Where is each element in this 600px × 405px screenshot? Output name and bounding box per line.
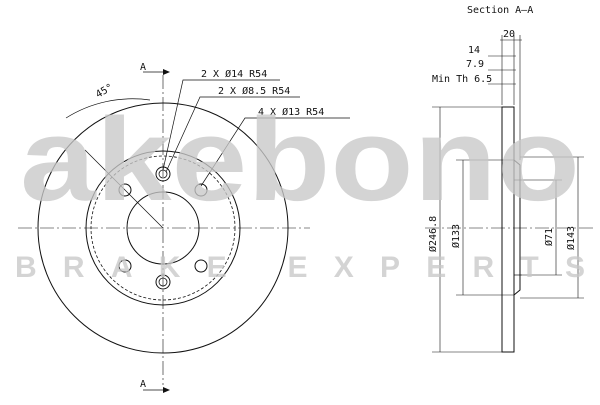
callout-wheel-bolt: 2 X Ø14 R54 bbox=[201, 68, 267, 80]
dim-thickness-14: 14 bbox=[468, 45, 480, 56]
dim-outer-diameter: Ø246.8 bbox=[427, 216, 439, 252]
bolt-hole bbox=[118, 259, 132, 273]
section-arrow-bottom bbox=[163, 387, 170, 393]
watermark-tagline: BRAKE EXPERTS bbox=[15, 251, 585, 284]
dim-min-thickness: Min Th 6.5 bbox=[432, 74, 492, 85]
section-marker-top: A bbox=[140, 62, 146, 73]
leader-centering bbox=[165, 96, 300, 173]
dim-hat-outer-diameter: Ø133 bbox=[450, 224, 462, 248]
section-arrow-top bbox=[163, 69, 170, 75]
hat-profile bbox=[513, 159, 521, 296]
angle-arc bbox=[65, 98, 151, 119]
dim-center-bore-diameter: Ø71 bbox=[543, 228, 555, 246]
callout-centering: 2 X Ø8.5 R54 bbox=[218, 85, 290, 97]
friction-ring-section bbox=[501, 106, 515, 353]
dim-width-20: 20 bbox=[503, 29, 515, 40]
dim-hat-inner-diameter: Ø143 bbox=[565, 226, 577, 250]
section-marker-bottom: A bbox=[140, 379, 146, 390]
bolt-hole bbox=[118, 183, 132, 197]
callout-bolt-holes: 4 X Ø13 R54 bbox=[258, 106, 324, 118]
brand-watermark: akebono BRAKE EXPERTS bbox=[15, 94, 585, 284]
bolt-hole bbox=[194, 183, 208, 197]
leader-bolt-holes bbox=[200, 117, 350, 187]
front-view bbox=[18, 69, 350, 393]
labels: Section A–A A A 45° 2 X Ø14 R54 2 X Ø8.5… bbox=[94, 5, 577, 390]
angle-construction-line bbox=[84, 149, 164, 229]
leader-wheel-bolt bbox=[162, 79, 280, 171]
section-title: Section A–A bbox=[467, 5, 533, 16]
dim-hat-7-9: 7.9 bbox=[466, 59, 484, 70]
section-view bbox=[425, 35, 595, 353]
bolt-hole bbox=[194, 259, 208, 273]
watermark-brand-logo: akebono bbox=[20, 94, 580, 226]
